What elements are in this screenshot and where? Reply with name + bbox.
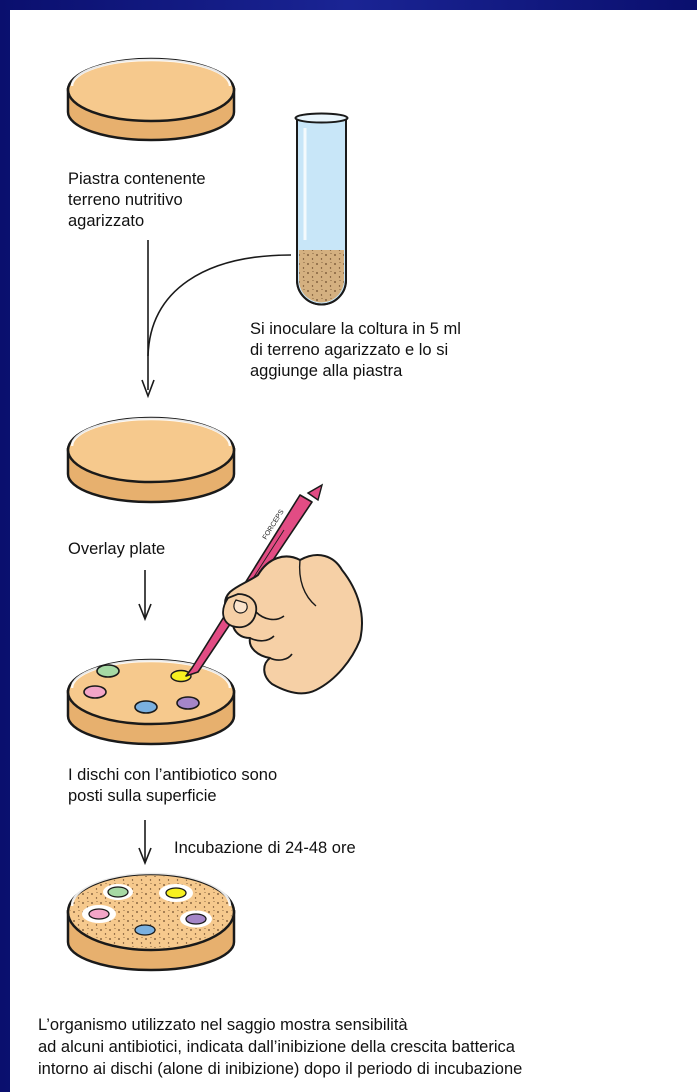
- result-caption-line-2: ad alcuni antibiotici, indicata dall’ini…: [38, 1036, 515, 1058]
- zone-disc-purple: [186, 914, 206, 924]
- arrow-to-discs: [139, 570, 151, 619]
- diagram-panel: FORCEPS: [10, 10, 697, 1092]
- agar-plate-label: Piastra contenente terreno nutritivo aga…: [68, 169, 206, 232]
- incubation-label: Incubazione di 24-48 ore: [174, 838, 356, 859]
- disc-pink: [84, 686, 106, 698]
- zone-disc-yellow: [166, 888, 186, 898]
- result-caption-line-3: intorno ai dischi (alone di inibizione) …: [38, 1058, 522, 1080]
- zone-disc-blue: [135, 925, 155, 935]
- test-tube-icon: [296, 114, 348, 305]
- disc-green: [97, 665, 119, 677]
- disc-blue: [135, 701, 157, 713]
- disc-plate-icon: [68, 660, 234, 744]
- overlay-plate-icon: [68, 418, 234, 502]
- agar-plate-icon: [68, 59, 234, 140]
- zone-disc-green: [108, 887, 128, 897]
- result-caption-line-1: L’organismo utilizzato nel saggio mostra…: [38, 1014, 408, 1036]
- disc-purple: [177, 697, 199, 709]
- result-plate-icon: [68, 873, 234, 970]
- zone-disc-pink: [89, 909, 109, 919]
- arrow-to-result: [139, 820, 151, 863]
- hand-with-forceps-icon: FORCEPS: [186, 485, 362, 693]
- inoculum-label: Si inoculare la coltura in 5 ml di terre…: [250, 319, 461, 382]
- discs-label: I dischi con l’antibiotico sono posti su…: [68, 765, 277, 807]
- overlay-plate-label: Overlay plate: [68, 539, 165, 560]
